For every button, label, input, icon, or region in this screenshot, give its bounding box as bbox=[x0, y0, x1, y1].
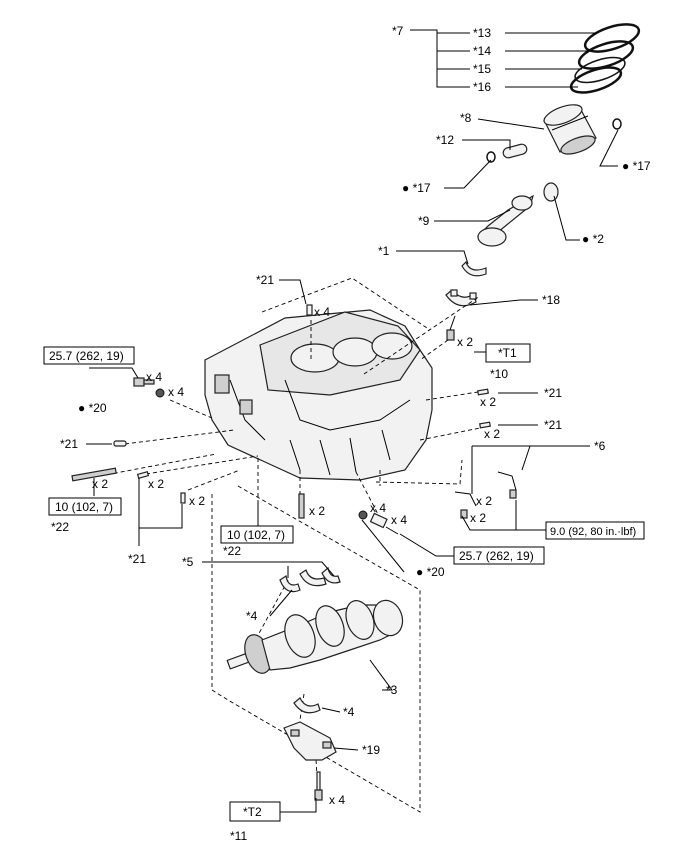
main-bearing-lower bbox=[293, 697, 321, 714]
thrust-washer-upper bbox=[279, 574, 301, 593]
crankshaft bbox=[226, 599, 404, 674]
qty-pin-right-2: x 2 bbox=[484, 427, 500, 441]
qty-mid-washer: x 4 bbox=[370, 501, 386, 515]
qty-pin-c: x 2 bbox=[309, 504, 325, 518]
qty-bottom-bolt: x 4 bbox=[329, 793, 345, 807]
pin-small-a bbox=[136, 471, 150, 479]
callout-10: *10 bbox=[490, 367, 508, 381]
callout-8: *8 bbox=[460, 111, 472, 125]
quantities: x 4 x 2 x 4 x 4 x 2 x 2 x 2 x 2 x 2 x 2 … bbox=[92, 305, 500, 807]
callout-6: *6 bbox=[594, 439, 606, 453]
reference-box-t1: *T1 bbox=[485, 343, 531, 363]
bearing-cap bbox=[283, 721, 337, 761]
callout-14: *14 bbox=[473, 44, 491, 58]
torque-box-left-bolt: 25.7 (262, 19) bbox=[43, 346, 135, 365]
qty-conrod-bolt: x 2 bbox=[457, 335, 473, 349]
reference-box-t2: *T2 bbox=[229, 801, 281, 822]
qty-left-washer: x 4 bbox=[168, 385, 184, 399]
qty-pin-b: x 2 bbox=[189, 494, 205, 508]
connecting-rod-bearing bbox=[461, 260, 487, 277]
pin-right-2 bbox=[479, 421, 491, 429]
torque-box-mid-stud: 10 (102, 7) bbox=[220, 525, 294, 544]
snap-ring-right bbox=[612, 118, 622, 130]
piston-pin bbox=[502, 143, 528, 159]
pin-right-1 bbox=[477, 388, 489, 396]
connecting-rod bbox=[476, 194, 535, 247]
pin-left bbox=[113, 440, 127, 447]
torque-value: 10 (102, 7) bbox=[55, 500, 113, 514]
bolt-mid bbox=[369, 512, 399, 535]
callout-5: *5 bbox=[182, 555, 194, 569]
snap-ring-left bbox=[486, 151, 496, 163]
callout-11: *11 bbox=[230, 829, 247, 843]
qty-stud-left: x 2 bbox=[92, 477, 108, 491]
pin-top bbox=[306, 304, 313, 316]
callout-18: *18 bbox=[542, 293, 560, 307]
qty-top-pin: x 4 bbox=[314, 305, 330, 319]
torque-box-oil-nozzle: 9.0 (92, 80 in.·lbf) bbox=[545, 521, 645, 540]
stud-mid bbox=[298, 493, 305, 519]
callout-22-mid: *22 bbox=[223, 544, 241, 558]
bearing-cap-bolt bbox=[314, 771, 323, 801]
callout-21-left: *21 bbox=[60, 437, 78, 451]
callout-17-left: ● *17 bbox=[402, 181, 431, 195]
callout-7: *7 bbox=[392, 24, 404, 38]
callout-21-bottom: *21 bbox=[128, 552, 146, 566]
callouts: *7 *13 *14 *15 *16 *8 *12 ● *17 ● *17 *9… bbox=[51, 24, 651, 843]
washer-mid bbox=[358, 510, 368, 520]
piston-rings bbox=[569, 23, 641, 94]
bolt-left bbox=[133, 377, 155, 387]
callout-19: *19 bbox=[362, 743, 380, 757]
torque-value: 25.7 (262, 19) bbox=[459, 549, 534, 563]
callout-21-right-2: *21 bbox=[544, 418, 562, 432]
callout-12: *12 bbox=[436, 133, 454, 147]
callout-2: ● *2 bbox=[582, 232, 604, 246]
callout-15: *15 bbox=[473, 62, 491, 76]
torque-value: 9.0 (92, 80 in.·lbf) bbox=[550, 526, 636, 538]
callout-17-right: ● *17 bbox=[622, 159, 651, 173]
torque-box-mid-bolt: 25.7 (262, 19) bbox=[453, 546, 545, 565]
callout-20-mid: ● *20 bbox=[416, 565, 445, 579]
callout-21-top: *21 bbox=[256, 273, 274, 287]
connecting-rod-bolt bbox=[446, 315, 456, 341]
leader-lines bbox=[86, 29, 619, 813]
cylinder-block bbox=[204, 309, 433, 481]
callout-20-left: ● *20 bbox=[78, 401, 107, 415]
piston bbox=[543, 104, 597, 155]
callout-13: *13 bbox=[473, 26, 491, 40]
stud-left bbox=[71, 467, 117, 482]
callout-22-left: *22 bbox=[51, 520, 69, 534]
callout-9: *9 bbox=[418, 214, 430, 228]
callout-21-right-1: *21 bbox=[544, 386, 562, 400]
thrust-washer-right bbox=[321, 566, 341, 584]
qty-pin-a: x 2 bbox=[148, 477, 164, 491]
torque-box-left-stud: 10 (102, 7) bbox=[48, 497, 122, 516]
qty-pin-right-1: x 2 bbox=[480, 395, 496, 409]
callout-4-lower: *4 bbox=[343, 705, 355, 719]
reference-label: *T2 bbox=[243, 805, 262, 819]
torque-value: 25.7 (262, 19) bbox=[49, 349, 124, 363]
callout-4-upper: *4 bbox=[246, 609, 258, 623]
callout-1: *1 bbox=[378, 244, 390, 258]
connecting-rod-bushing bbox=[543, 182, 559, 202]
qty-mid-bolt: x 4 bbox=[391, 513, 407, 527]
pin-small-b bbox=[180, 492, 186, 504]
qty-nozzle-b: x 2 bbox=[470, 511, 486, 525]
connecting-rod-cap bbox=[445, 289, 477, 307]
qty-nozzle-a: x 2 bbox=[476, 494, 492, 508]
main-bearing-upper bbox=[299, 569, 327, 587]
washer-left bbox=[155, 388, 165, 398]
torque-value: 10 (102, 7) bbox=[227, 528, 285, 542]
oil-nozzle-b bbox=[497, 471, 517, 499]
oil-nozzle-a bbox=[454, 491, 477, 519]
qty-left-bolt: x 4 bbox=[146, 370, 162, 384]
callout-16: *16 bbox=[473, 80, 491, 94]
callout-3: *3 bbox=[386, 683, 398, 697]
reference-label: *T1 bbox=[498, 346, 517, 360]
